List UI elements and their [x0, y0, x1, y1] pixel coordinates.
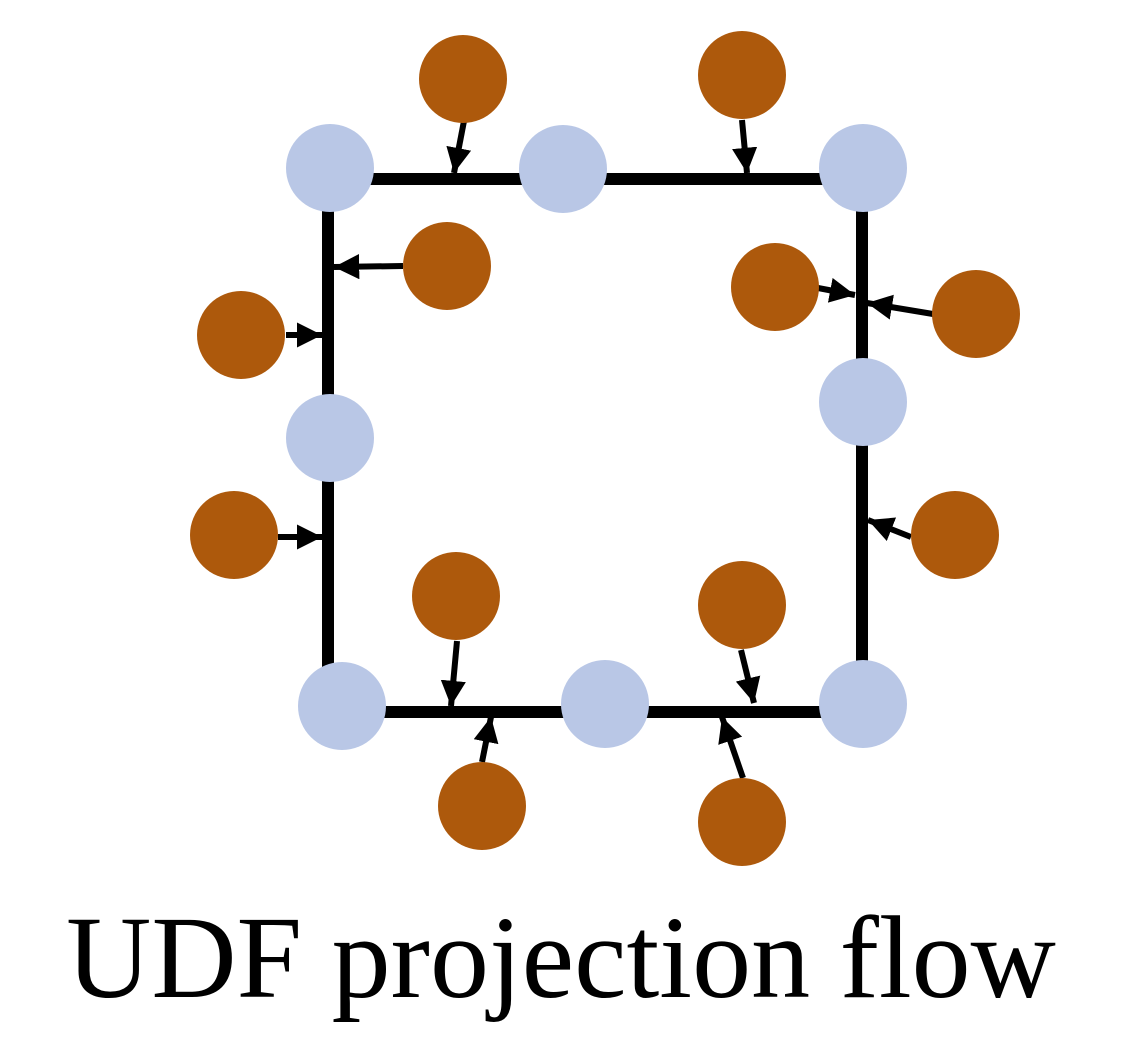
sample-node: [419, 35, 507, 123]
vertex-node: [298, 662, 386, 750]
sample-node: [698, 778, 786, 866]
sample-node: [932, 270, 1020, 358]
projection-arrow: [473, 716, 499, 763]
sample-node: [731, 243, 819, 331]
projection-arrow: [718, 716, 746, 779]
vertex-node: [519, 125, 607, 213]
sample-node: [911, 491, 999, 579]
vertex-node: [819, 358, 907, 446]
projection-arrow: [817, 277, 856, 303]
sample-node: [698, 561, 786, 649]
polygon-vertices: [286, 124, 907, 750]
sample-node: [197, 291, 285, 379]
sample-node: [190, 491, 278, 579]
sample-node: [438, 762, 526, 850]
vertex-node: [819, 660, 907, 748]
projection-arrow: [446, 120, 472, 174]
diagram-caption: UDF projection flow: [66, 892, 1056, 1023]
sample-points: [190, 31, 1020, 866]
vertex-node: [286, 124, 374, 212]
projection-arrow: [866, 517, 913, 541]
sample-node: [403, 222, 491, 310]
projection-arrow: [333, 254, 404, 280]
projection-arrows: [278, 119, 934, 779]
projection-arrow: [440, 640, 466, 707]
projection-arrow: [732, 119, 758, 174]
projection-arrow: [735, 649, 761, 704]
sample-node: [412, 552, 500, 640]
vertex-node: [561, 660, 649, 748]
vertex-node: [819, 124, 907, 212]
vertex-node: [286, 394, 374, 482]
sample-node: [698, 31, 786, 119]
projection-arrow: [866, 294, 934, 320]
